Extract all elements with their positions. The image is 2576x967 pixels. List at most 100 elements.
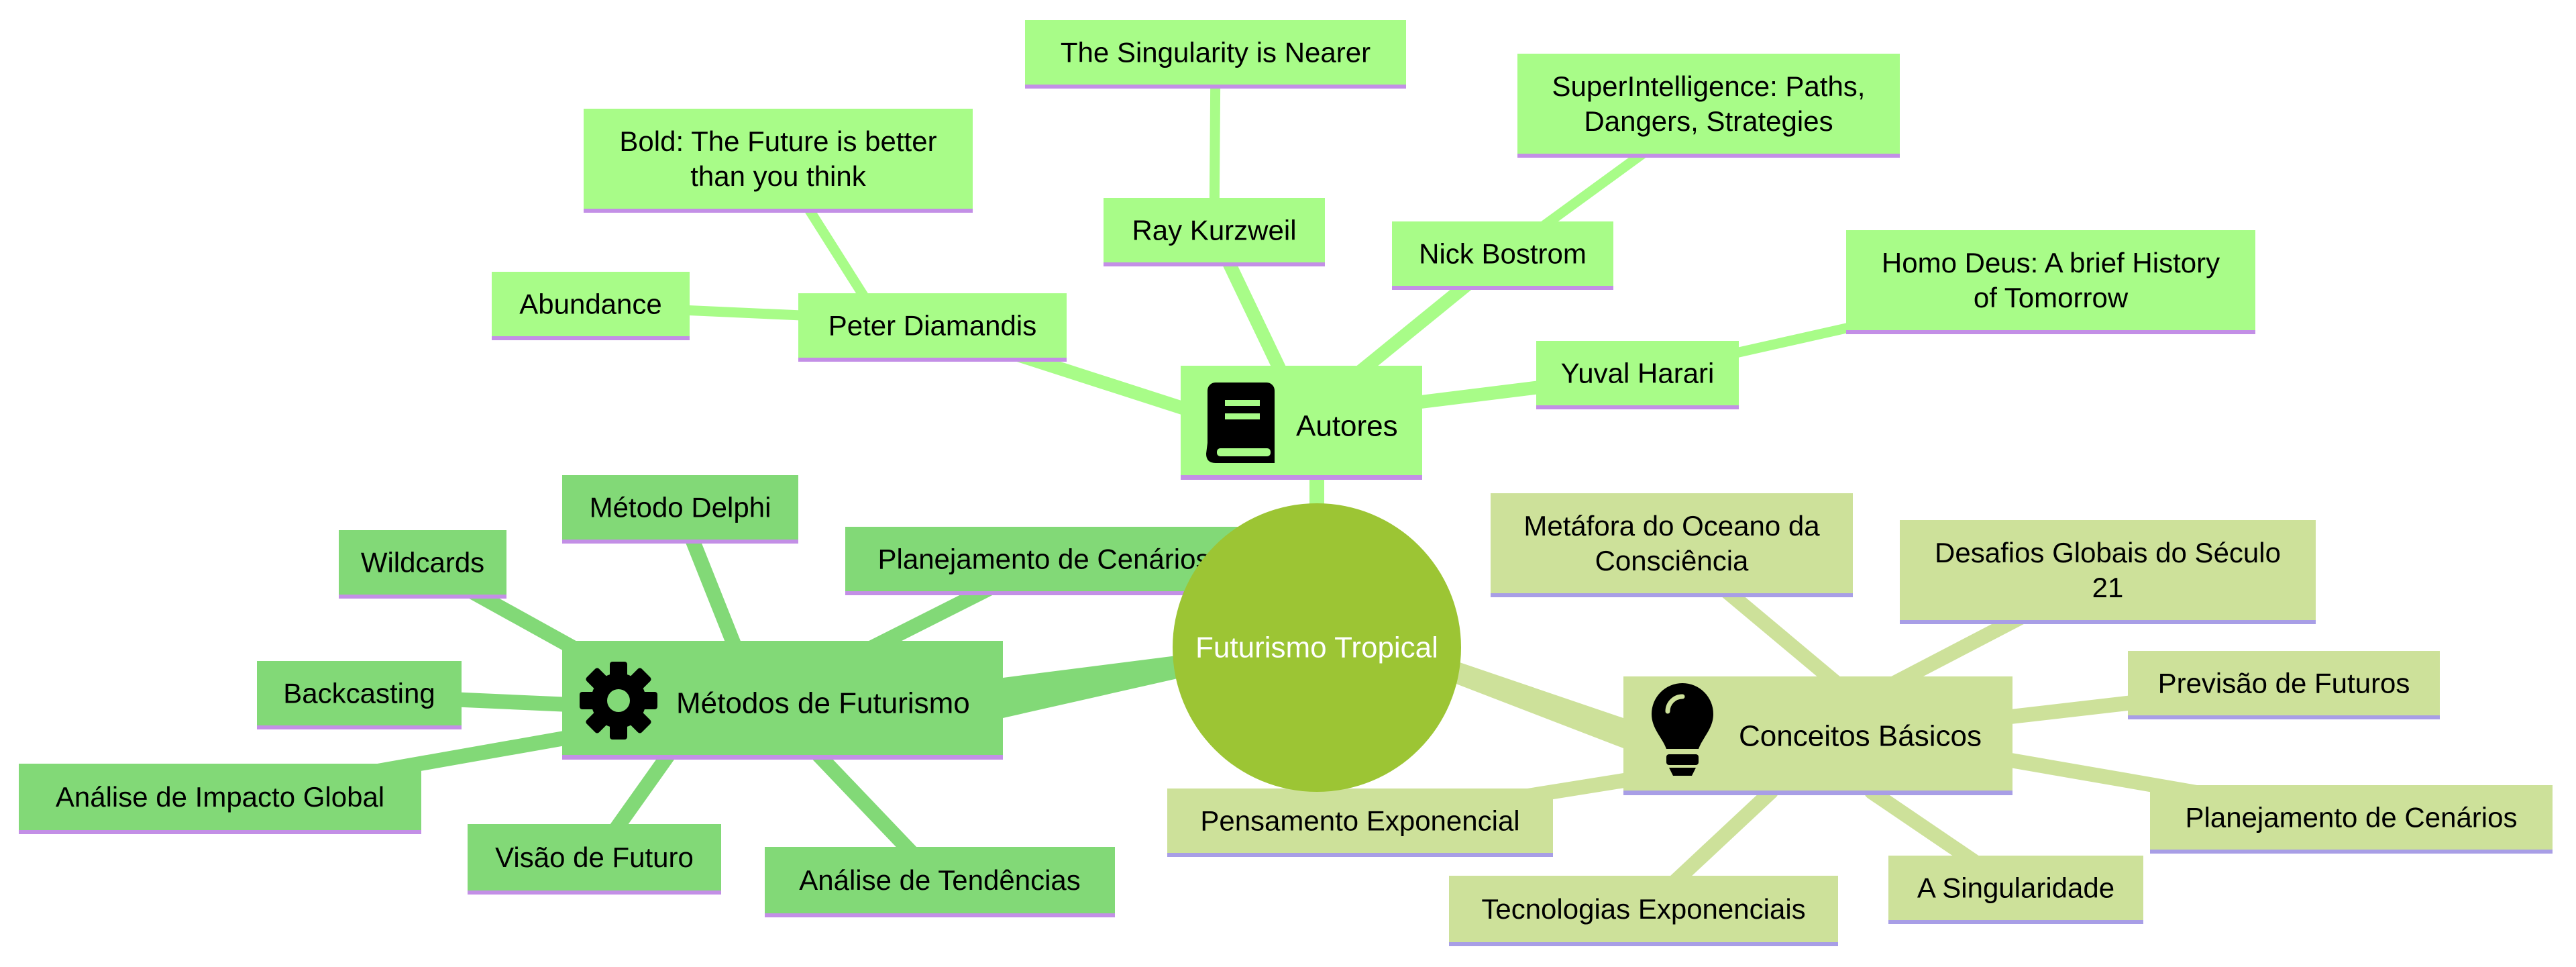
node-abundance-label: Abundance [519,289,662,320]
node-wildcards-box [339,530,506,599]
node-superintelligence-box [1517,54,1900,158]
node-delphi-label: Método Delphi [590,492,771,523]
node-previsao-label: Previsão de Futuros [2158,668,2410,699]
node-tendencias-label: Análise de Tendências [799,864,1081,896]
node-abundance-box [492,272,690,340]
node-tecnologias-label: Tecnologias Exponenciais [1481,893,1805,925]
node-backcasting[interactable]: Backcasting [257,661,462,729]
branch-conceitos[interactable]: Conceitos Básicos [1623,676,2012,795]
branch-autores-underline [1181,475,1422,480]
node-superintelligence-label: Dangers, Strategies [1584,105,1833,137]
node-ray-box [1104,198,1325,266]
node-ray[interactable]: Ray Kurzweil [1104,198,1325,266]
node-peter[interactable]: Peter Diamandis [798,293,1067,362]
node-peter-label: Peter Diamandis [828,310,1036,342]
node-harari[interactable]: Yuval Harari [1536,341,1739,409]
node-cenarios-m[interactable]: Planejamento de Cenários [845,527,1242,595]
node-ray-underline [1104,262,1325,266]
node-backcasting-underline [257,725,462,729]
node-tendencias-underline [765,913,1115,917]
node-superintelligence-label: SuperIntelligence: Paths, [1552,70,1866,102]
node-oceano-label: Metáfora do Oceano da [1523,510,1820,542]
node-singularidade-label: A Singularidade [1917,872,2114,904]
node-singularity-nearer[interactable]: The Singularity is Nearer [1025,20,1406,89]
node-tecnologias-box [1449,876,1838,946]
node-singularity-nearer-box [1025,20,1406,89]
node-singularity-nearer-label: The Singularity is Nearer [1061,37,1371,68]
node-delphi-box [562,475,798,544]
node-visao-underline [468,890,721,895]
root-label: Futurismo Tropical [1195,631,1438,664]
node-cenarios-m-box [845,527,1242,595]
node-tendencias[interactable]: Análise de Tendências [765,847,1115,917]
node-backcasting-label: Backcasting [283,678,435,709]
node-superintelligence-underline [1517,154,1900,158]
node-previsao-box [2128,651,2440,719]
node-bostrom-box [1392,221,1613,290]
root-node[interactable]: Futurismo Tropical [1173,503,1461,792]
gear-icon [580,662,657,740]
node-exponencial-label: Pensamento Exponencial [1200,805,1519,837]
node-tecnologias[interactable]: Tecnologias Exponenciais [1449,876,1838,946]
node-desafios[interactable]: Desafios Globais do Século 21 [1900,520,2316,624]
node-delphi-underline [562,540,798,544]
branch-autores-label: Autores [1296,410,1398,443]
node-ray-label: Ray Kurzweil [1132,215,1296,246]
node-bold-label: than you think [690,160,867,192]
node-previsao-underline [2128,715,2440,719]
branch-conceitos-underline [1623,791,2012,795]
node-exponencial[interactable]: Pensamento Exponencial [1167,788,1553,857]
node-desafios-label: Desafios Globais do Século [1935,537,2281,568]
node-wildcards-underline [339,595,506,599]
node-bostrom[interactable]: Nick Bostrom [1392,221,1613,290]
node-desafios-label: 21 [2092,572,2124,603]
node-harari-box [1536,341,1739,409]
book-icon [1206,383,1275,463]
node-impacto-label: Análise de Impacto Global [56,781,384,813]
node-oceano-label: Consciência [1595,545,1749,576]
mindmap-nodes: Peter Diamandis Abundance Bold: The Future… [19,20,2553,946]
node-cenarios-c[interactable]: Planejamento de Cenários [2150,785,2553,854]
node-visao[interactable]: Visão de Futuro [468,824,721,895]
node-cenarios-m-label: Planejamento de Cenários [878,544,1210,575]
node-backcasting-box [257,661,462,729]
node-bold-underline [584,209,973,213]
node-singularidade[interactable]: A Singularidade [1888,856,2143,924]
node-oceano-underline [1491,593,1853,597]
node-singularity-nearer-underline [1025,85,1406,89]
node-harari-label: Yuval Harari [1561,358,1715,389]
node-homo-deus-box [1846,230,2255,334]
node-bold-label: Bold: The Future is better [619,125,936,157]
node-exponencial-box [1167,788,1553,857]
root-circle [1173,503,1461,792]
node-desafios-box [1900,520,2316,624]
branch-metodos-label: Métodos de Futurismo [676,687,970,720]
branch-conceitos-label: Conceitos Básicos [1739,720,1982,753]
branch-metodos-underline [562,755,1003,760]
node-impacto[interactable]: Análise de Impacto Global [19,764,421,834]
node-cenarios-m-underline [845,591,1242,595]
lightbulb-icon [1652,683,1713,776]
branch-autores[interactable]: Autores [1181,366,1422,480]
branch-metodos[interactable]: Métodos de Futurismo [562,641,1003,760]
node-bostrom-label: Nick Bostrom [1419,238,1587,270]
edge-root-metodos [1003,654,1187,718]
node-homo-deus-label: of Tomorrow [1974,282,2129,313]
node-visao-box [468,824,721,895]
node-cenarios-c-underline [2150,850,2553,854]
node-exponencial-underline [1167,853,1553,857]
node-harari-underline [1536,405,1739,409]
node-bostrom-underline [1392,286,1613,290]
node-singularidade-box [1888,856,2143,924]
node-previsao[interactable]: Previsão de Futuros [2128,651,2440,719]
node-delphi[interactable]: Método Delphi [562,475,798,544]
node-abundance-underline [492,336,690,340]
node-impacto-box [19,764,421,834]
node-superintelligence[interactable]: SuperIntelligence: Paths,Dangers, Strate… [1517,54,1900,158]
node-wildcards[interactable]: Wildcards [339,530,506,599]
node-abundance[interactable]: Abundance [492,272,690,340]
